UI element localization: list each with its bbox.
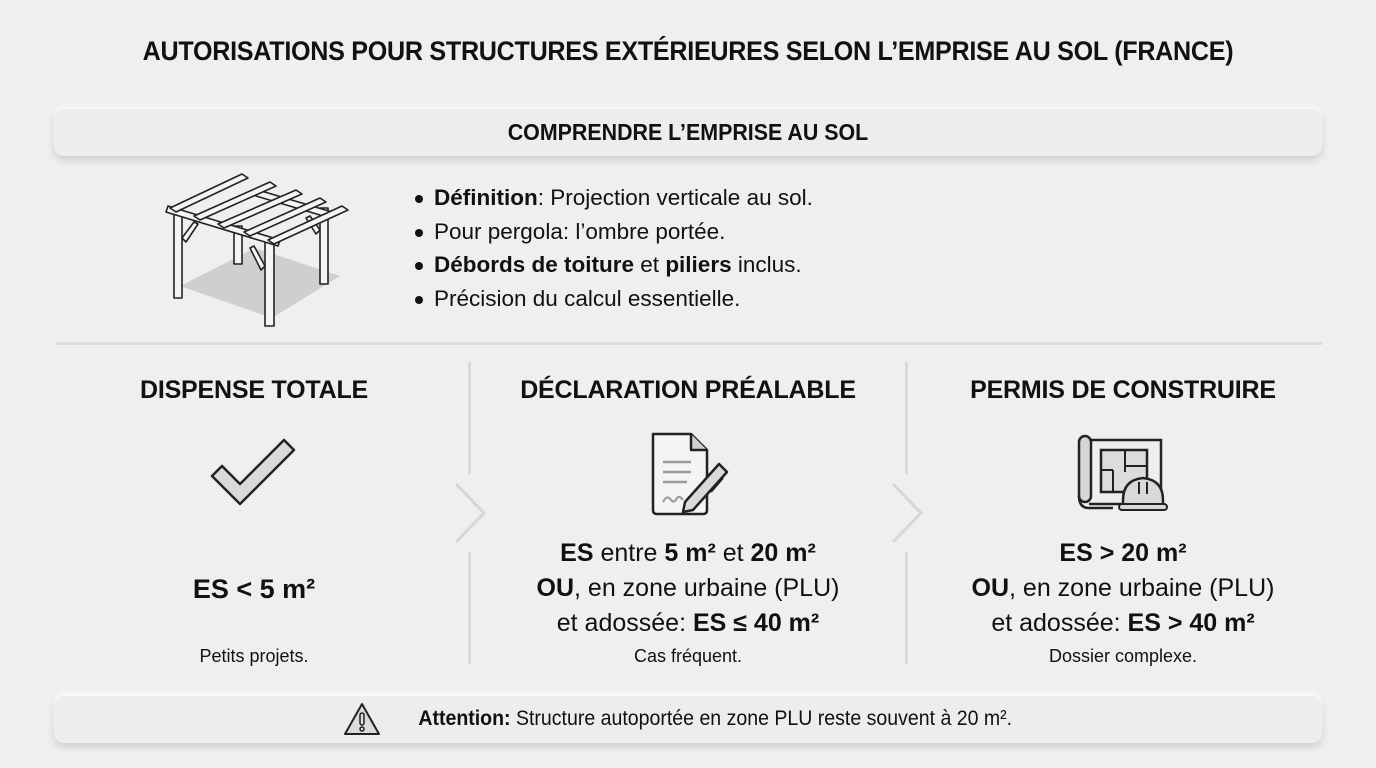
column-dispense: DISPENSE TOTALE ES < 5 m² Petits projets…: [49, 370, 459, 666]
definition-list: Définition: Projection verticale au sol.…: [412, 181, 813, 315]
section-header-panel: COMPRENDRE L’EMPRISE AU SOL: [54, 108, 1322, 156]
section-divider: [56, 342, 1322, 345]
checkmark-icon: [210, 438, 296, 506]
column-permis: PERMIS DE CONSTRUIRE ES > 20 m² OU, en z…: [918, 370, 1328, 666]
bullet-pergola: Pour pergola: l’ombre portée.: [412, 215, 813, 249]
section-header: COMPRENDRE L’EMPRISE AU SOL: [507, 119, 869, 145]
column-rule: ES entre 5 m² et 20 m² OU, en zone urbai…: [536, 539, 840, 637]
column-title: DISPENSE TOTALE: [139, 376, 369, 404]
separator: [468, 552, 471, 664]
column-title: PERMIS DE CONSTRUIRE: [970, 376, 1276, 404]
warning-banner: Attention: Structure autoportée en zone …: [54, 695, 1322, 743]
bullet-debords: Débords de toiture et piliers inclus.: [412, 248, 813, 282]
bullet-precision: Précision du calcul essentielle.: [412, 282, 813, 316]
warning-triangle-icon: [343, 703, 380, 735]
separator: [468, 362, 471, 474]
separator: [905, 552, 908, 664]
document-pen-icon: [651, 432, 729, 516]
column-title: DÉCLARATION PRÉALABLE: [520, 376, 856, 404]
chevron-right-icon: [454, 482, 487, 544]
column-rule: ES > 20 m² OU, en zone urbaine (PLU) et …: [971, 539, 1275, 637]
column-rule: ES < 5 m²: [192, 574, 316, 604]
column-note: Petits projets.: [199, 646, 309, 666]
warning-text: Attention: Structure autoportée en zone …: [418, 707, 1012, 730]
chevron-right-icon: [891, 482, 924, 544]
pergola-icon: [165, 173, 349, 327]
column-declaration: DÉCLARATION PRÉALABLE ES entre 5 m² et 2…: [483, 370, 893, 666]
page-title: AUTORISATIONS POUR STRUCTURES EXTÉRIEURE…: [142, 36, 1234, 66]
column-note: Cas fréquent.: [633, 646, 743, 666]
separator: [905, 362, 908, 474]
blueprint-helmet-icon: [1077, 434, 1168, 511]
bullet-definition: Définition: Projection verticale au sol.: [412, 181, 813, 215]
column-note: Dossier complexe.: [1048, 646, 1198, 666]
